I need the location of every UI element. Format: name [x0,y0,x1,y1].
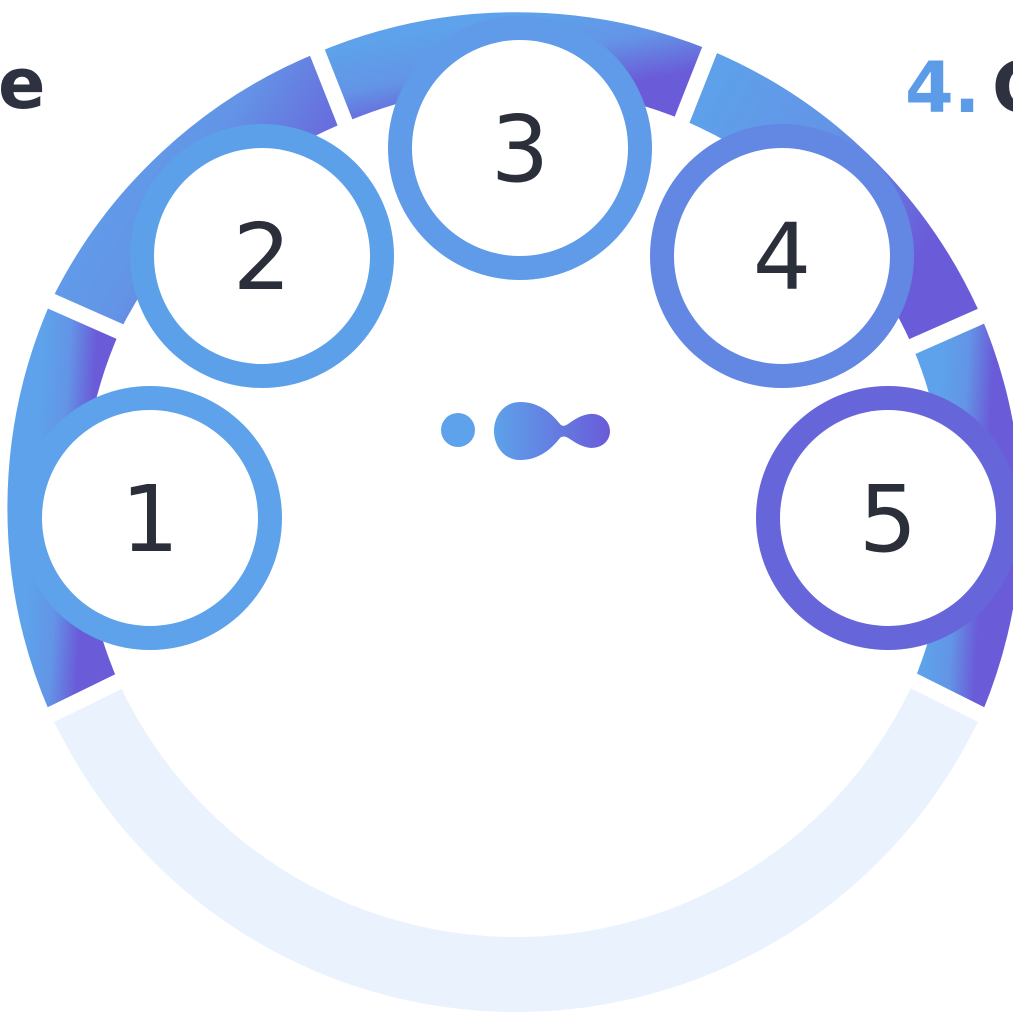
ring-separator [40,290,134,344]
connected-dots-logo-icon [441,402,610,460]
ring-separator [900,668,992,726]
step-node-face [42,410,258,626]
step-node-4: 4 [650,124,914,388]
step-node-2: 2 [130,124,394,388]
step-node-1: 1 [18,386,282,650]
logo-dot-merged [494,402,610,460]
ring-separator [306,41,356,133]
step-number: 4 [753,204,812,311]
step-node-face [780,410,996,626]
ring-separator [896,306,990,360]
step-number: 5 [859,466,918,573]
right-heading-fragment: C [992,47,1013,129]
step-node-face [412,40,628,256]
step-node-face [674,148,890,364]
step-node-5: 5 [756,386,1013,650]
ring-separator [670,41,720,133]
right-heading-number: 4. [905,47,980,129]
logo-dot-small [441,413,475,447]
step-number: 3 [491,96,550,203]
ring-separator [40,668,134,726]
step-number: 1 [121,466,180,573]
cycle-track-bottom [49,681,983,1013]
step-number: 2 [233,204,292,311]
step-node-3: 3 [388,16,652,280]
left-heading-fragment: e [0,43,45,125]
ring-separators [40,41,992,726]
step-node-face [154,148,370,364]
